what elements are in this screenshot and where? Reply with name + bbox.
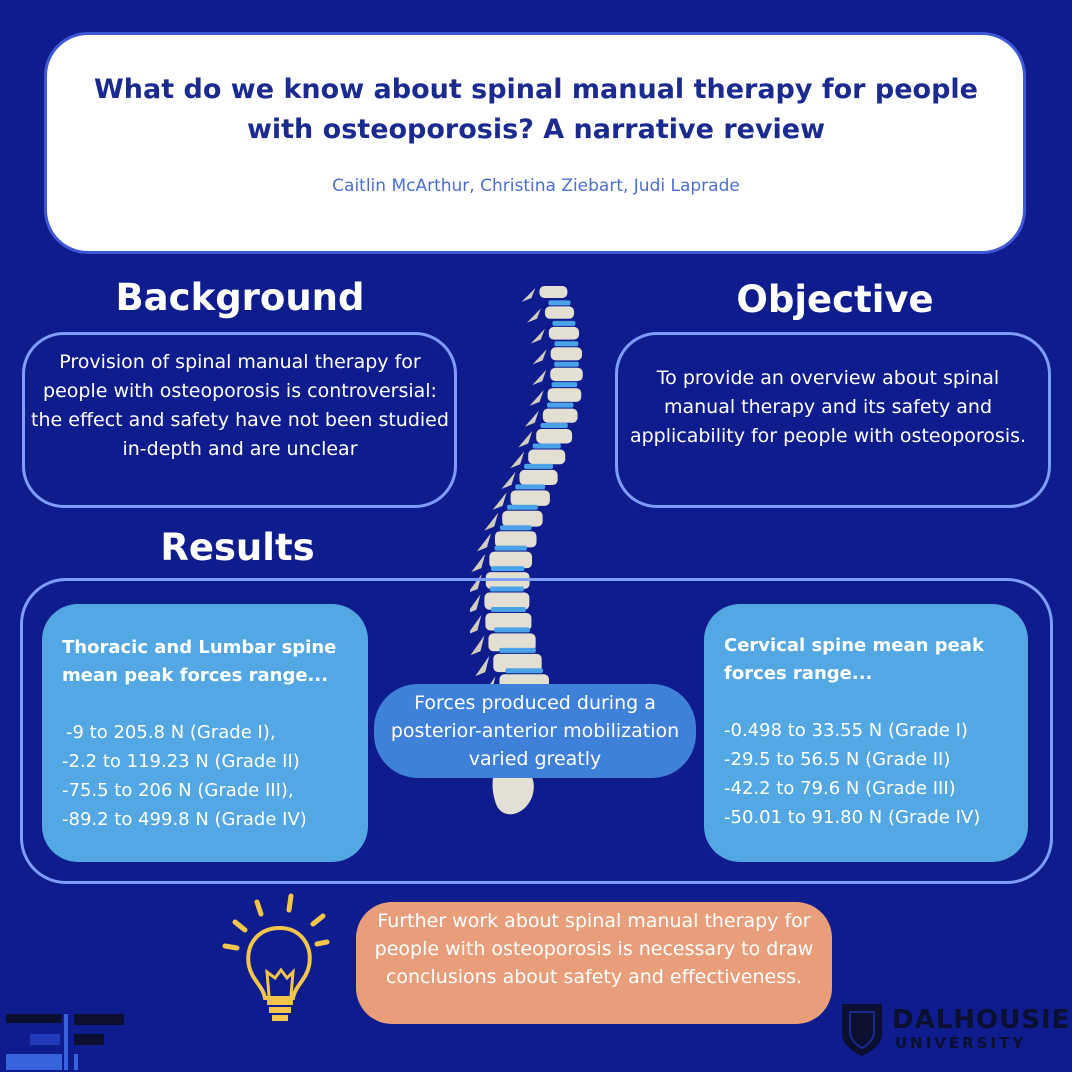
- dalhousie-subtitle: UNIVERSITY: [895, 1034, 1027, 1052]
- objective-heading: Objective: [736, 278, 934, 321]
- cervical-grade-1: -0.498 to 33.55 N (Grade I): [724, 720, 968, 741]
- center-note-bubble: Forces produced during a posterior-anter…: [374, 684, 696, 778]
- thoracic-lumbar-grade-1: -9 to 205.8 N (Grade I),: [66, 722, 276, 743]
- results-heading: Results: [160, 526, 315, 569]
- results-box: [20, 578, 1053, 884]
- dalhousie-shield-icon: [842, 1004, 882, 1056]
- objective-box: [615, 332, 1051, 508]
- cervical-grade-3: -42.2 to 79.6 N (Grade III): [724, 778, 956, 799]
- authors-line: Caitlin McArthur, Christina Ziebart, Jud…: [332, 176, 740, 196]
- thoracic-lumbar-grade-2: -2.2 to 119.23 N (Grade II): [62, 751, 300, 772]
- title-card: [44, 32, 1026, 254]
- dalhousie-name: DALHOUSIE: [892, 1005, 1071, 1035]
- thoracic-lumbar-grade-4: -89.2 to 499.8 N (Grade IV): [62, 809, 307, 830]
- background-text: Provision of spinal manual therapy for p…: [31, 351, 449, 460]
- background-heading: Background: [115, 276, 365, 319]
- thoracic-lumbar-title: Thoracic and Lumbar spine mean peak forc…: [62, 637, 337, 686]
- cervical-title: Cervical spine mean peak forces range...: [724, 635, 984, 684]
- thoracic-lumbar-grade-3: -75.5 to 206 N (Grade III),: [62, 780, 294, 801]
- left-logo: [6, 1014, 124, 1070]
- conclusion-bubble: Further work about spinal manual therapy…: [356, 902, 832, 1024]
- thoracic-lumbar-card: Thoracic and Lumbar spine mean peak forc…: [42, 604, 368, 862]
- cervical-grade-4: -50.01 to 91.80 N (Grade IV): [724, 807, 981, 828]
- cervical-card: Cervical spine mean peak forces range...…: [704, 604, 1028, 862]
- lightbulb-icon: [222, 893, 330, 1021]
- background-box: [22, 332, 457, 508]
- cervical-grade-2: -29.5 to 56.5 N (Grade II): [724, 749, 951, 770]
- page-title: What do we know about spinal manual ther…: [94, 74, 978, 145]
- objective-text: To provide an overview about spinal manu…: [629, 367, 1027, 447]
